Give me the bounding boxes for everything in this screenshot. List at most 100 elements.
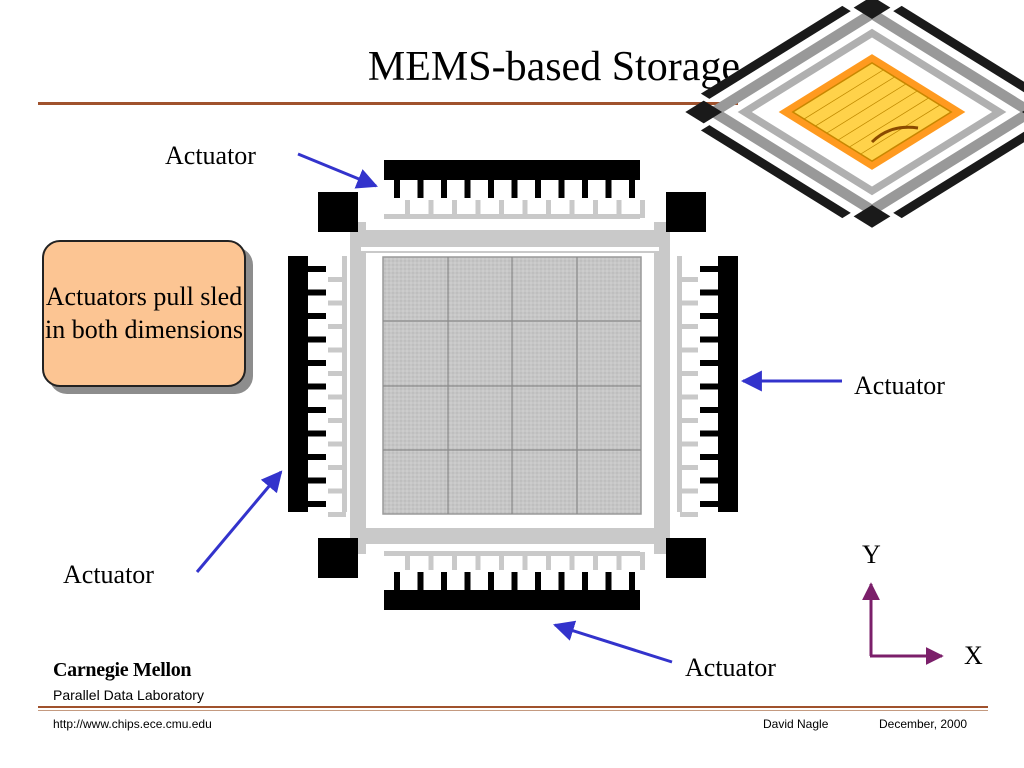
spring-finger [328,394,346,400]
footer-divider [38,706,988,708]
comb-tooth [558,572,565,590]
spring-finger [593,200,598,218]
callout-box: Actuators pull sled in both dimensions [42,240,246,387]
comb-tooth [441,180,447,198]
mems-chip-3d-illustration [685,0,1024,228]
spring-finger [328,512,346,517]
comb-tooth [394,180,400,198]
comb-tooth [700,266,718,272]
comb-tooth [700,383,718,390]
comb-tooth [308,407,326,413]
comb-tooth [308,430,326,437]
comb-tooth [308,454,326,460]
comb-tooth [488,180,494,198]
actuator-top [384,160,645,219]
spring-finger [616,552,622,570]
comb-tooth [308,360,326,366]
footer-author: David Nagle [763,717,829,731]
comb-tooth [308,383,326,390]
lab-name: Parallel Data Laboratory [53,687,204,703]
spring-finger [475,552,481,570]
spring-finger [328,465,346,470]
comb-tooth [464,180,471,198]
title-divider [38,102,738,105]
comb-tooth [700,430,718,437]
label-actuator-left: Actuator [63,560,154,589]
spring-finger [680,418,698,423]
callout-text: Actuators pull sled in both dimensions [45,282,243,344]
spring-finger [680,347,698,353]
comb-tooth [308,266,326,272]
actuator-left [288,256,347,517]
spring-finger [328,488,346,494]
spring-rail [677,256,682,512]
comb-tooth [417,572,424,590]
label-actuator-right: Actuator [854,371,945,400]
footer-date: December, 2000 [879,717,968,731]
comb-tooth [605,180,612,198]
spring-finger [569,552,575,570]
label-actuator-top: Actuator [165,141,256,170]
spring-finger [328,324,346,329]
spring-finger [640,552,645,570]
spring-finger [522,200,528,218]
xy-axes-icon [862,582,944,665]
spring-rail [384,214,640,219]
axis-label-x: X [964,641,983,670]
spring-finger [680,371,698,376]
comb-tooth [605,572,612,590]
comb-tooth [582,180,588,198]
spring-finger [328,277,346,282]
spring-finger [680,441,698,447]
actuator-right [677,256,738,517]
spring-finger [680,465,698,470]
comb-tooth [417,180,424,198]
label-actuator-bottom: Actuator [685,653,776,682]
footer-divider-thin [38,710,988,711]
comb-tooth [394,572,400,590]
comb-tooth [700,407,718,413]
arrow-bottom-actuator [552,620,673,664]
comb-tooth [511,180,518,198]
spring-finger [593,552,598,570]
comb-tooth [582,572,588,590]
comb-tooth [308,477,326,484]
spring-finger [475,200,481,218]
comb-tooth [535,572,541,590]
spring-finger [680,277,698,282]
comb-tooth [308,336,326,343]
spring-finger [546,552,551,570]
slide-title: MEMS-based Storage [367,44,740,90]
spring-finger [328,371,346,376]
arrow-left-actuator [195,470,283,573]
spring-finger [680,512,698,517]
spring-finger [499,200,504,218]
spring-finger [522,552,528,570]
comb-tooth [700,501,718,507]
comb-tooth [535,180,541,198]
spring-finger [328,441,346,447]
comb-tooth [700,313,718,319]
spring-frame [350,222,670,554]
spring-rail [384,551,640,556]
spring-finger [328,347,346,353]
comb-tooth [700,360,718,366]
arrow-top-actuator [297,152,378,189]
spring-finger [499,552,504,570]
spring-finger [405,200,410,218]
comb-tooth [700,454,718,460]
comb-tooth [629,180,635,198]
footer-url: http://www.chips.ece.cmu.edu [53,717,212,731]
spring-finger [328,418,346,423]
comb-tooth [308,501,326,507]
spring-finger [328,300,346,306]
spring-finger [452,552,457,570]
spring-finger [680,300,698,306]
spring-finger [616,200,622,218]
spring-finger [546,200,551,218]
media-sled [382,256,642,515]
comb-tooth [700,289,718,296]
comb-tooth [558,180,565,198]
spring-finger [452,200,457,218]
comb-tooth [308,313,326,319]
